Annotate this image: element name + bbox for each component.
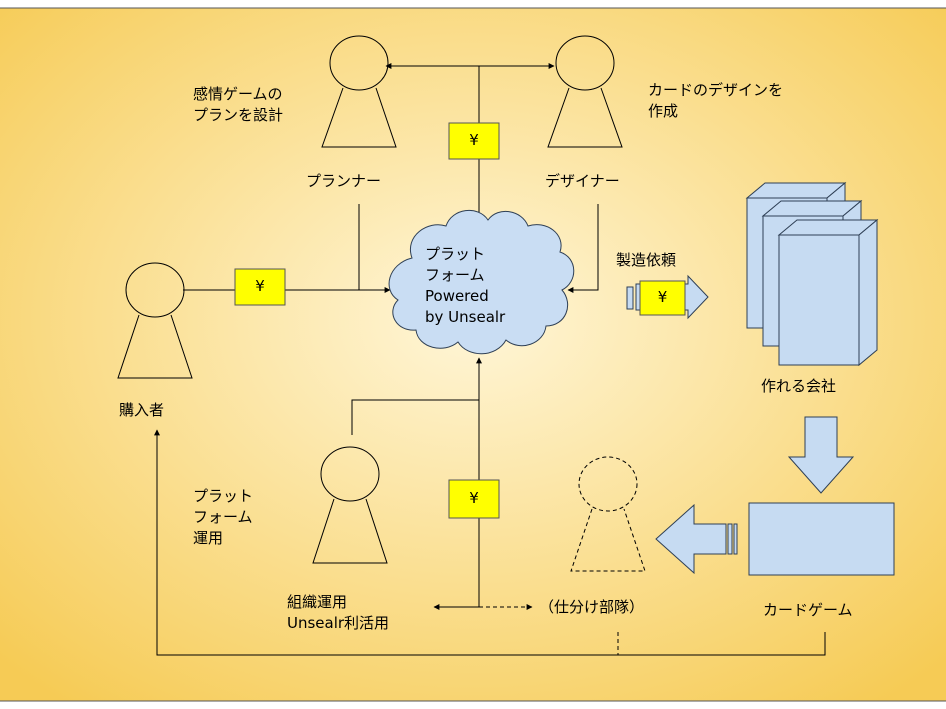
manufacturing-request-label: 製造依頼 <box>616 251 677 269</box>
yen-box <box>234 268 286 306</box>
block-arrow-left-icon <box>655 503 738 575</box>
planner-label: プランナー <box>306 172 382 190</box>
person-icon <box>117 262 193 379</box>
person-icon <box>547 35 623 148</box>
yen-symbol: ¥ <box>255 277 265 295</box>
platform-label: プラット フォーム Powered by Unsealr <box>425 245 506 326</box>
person-icons <box>117 35 646 572</box>
block-arrow-down-icon <box>787 416 855 494</box>
person-dashed-icon <box>570 456 646 572</box>
person-icon <box>312 446 388 564</box>
yen-box <box>448 479 500 519</box>
yen-symbol: ¥ <box>657 288 668 306</box>
designer-to-platform-arrow <box>567 204 599 293</box>
yen-box <box>448 122 500 160</box>
manufacturer-label: 作れる会社 <box>761 377 837 395</box>
sorting-unit-label: （仕分け部隊） <box>539 598 645 616</box>
planner-description: 感情ゲームの プランを設計 <box>193 85 284 124</box>
block-arrow-right-icon <box>626 274 709 320</box>
yen-symbol: ¥ <box>469 131 479 149</box>
person-icon <box>321 35 397 148</box>
yen-boxes <box>234 122 500 519</box>
product-to-buyer-arrow <box>154 429 826 656</box>
card-game-label: カードゲーム <box>763 601 853 619</box>
buyer-label: 購入者 <box>119 401 165 419</box>
yen-symbol: ¥ <box>469 489 479 507</box>
designer-label: デザイナー <box>545 172 620 190</box>
cloud-icon <box>388 210 575 355</box>
org-usage-label: 組織運用 Unsealr利活用 <box>287 593 390 632</box>
designer-description: カードのデザインを 作成 <box>648 81 784 120</box>
operator-label: プラット フォーム 運用 <box>193 487 254 547</box>
yen-box <box>639 280 686 316</box>
operator-connector <box>351 399 479 435</box>
card-game-box <box>748 502 895 576</box>
server-stack-icon <box>745 181 879 367</box>
